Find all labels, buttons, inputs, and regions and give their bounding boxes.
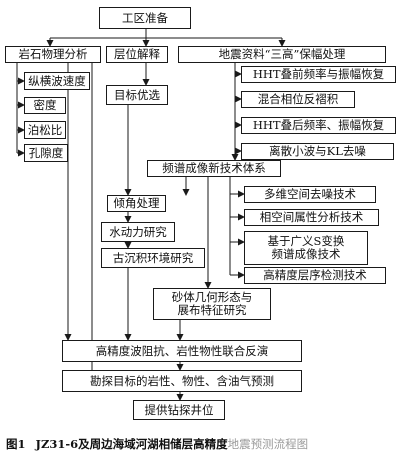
- node-porosity: 孔隙度: [24, 144, 68, 162]
- node-poisson: 泊松比: [24, 121, 66, 139]
- node-rock-physics: 岩石物理分析: [5, 46, 101, 63]
- node-drilling-location: 提供钻探井位: [133, 400, 225, 420]
- node-hht-prestack: HHT叠前频率与振幅恢复: [241, 66, 396, 83]
- node-joint-inversion: 高精度波阻抗、岩性物性联合反演: [62, 340, 302, 362]
- figure-caption: 图1 JZ31-6及周边海域河湖相储层高精度 地震预测流程图: [6, 435, 398, 453]
- node-sequence-detection: 高精度层序检测技术: [244, 267, 386, 284]
- node-target-prediction: 勘探目标的岩性、物性、含油气预测: [62, 370, 302, 392]
- node-generalized-s-transform: 基于广义S变换 频谱成像技术: [244, 231, 368, 265]
- node-spectral-imaging-system: 频谱成像新技术体系: [147, 160, 281, 177]
- node-hht-poststack: HHT叠后频率、振幅恢复: [241, 117, 396, 134]
- sandbody-line-1: 砂体几何形态与: [171, 290, 253, 304]
- node-horizon-interpretation: 层位解释: [106, 46, 168, 63]
- node-hydrodynamic-study: 水动力研究: [101, 222, 175, 242]
- node-paleo-environment: 古沉积环境研究: [101, 248, 205, 268]
- node-target-selection: 目标优选: [106, 85, 168, 105]
- node-mixed-phase-deconvolution: 混合相位反褶积: [241, 91, 355, 108]
- node-work-area-prep: 工区准备: [99, 7, 191, 29]
- node-seismic-processing: 地震资料“三高”保幅处理: [178, 46, 386, 63]
- s-transform-line-1: 基于广义S变换: [267, 234, 345, 248]
- node-phase-space-attribute: 相空间属性分析技术: [244, 209, 379, 226]
- node-multidim-denoise: 多维空间去噪技术: [244, 186, 376, 203]
- figure-title: JZ31-6及周边海域河湖相储层高精度: [35, 437, 228, 451]
- node-vp-vs: 纵横波速度: [24, 72, 90, 90]
- figure-title-watermarked: 地震预测流程图: [227, 437, 309, 451]
- figure-label: 图1: [6, 437, 26, 451]
- node-dip-processing: 倾角处理: [107, 195, 166, 212]
- node-density: 密度: [24, 97, 66, 114]
- sandbody-line-2: 展布特征研究: [177, 303, 247, 317]
- node-wavelet-kl-denoise: 离散小波与KL去噪: [241, 143, 394, 160]
- node-sandbody-geometry: 砂体几何形态与 展布特征研究: [153, 288, 271, 320]
- s-transform-line-2: 频谱成像技术: [271, 247, 341, 261]
